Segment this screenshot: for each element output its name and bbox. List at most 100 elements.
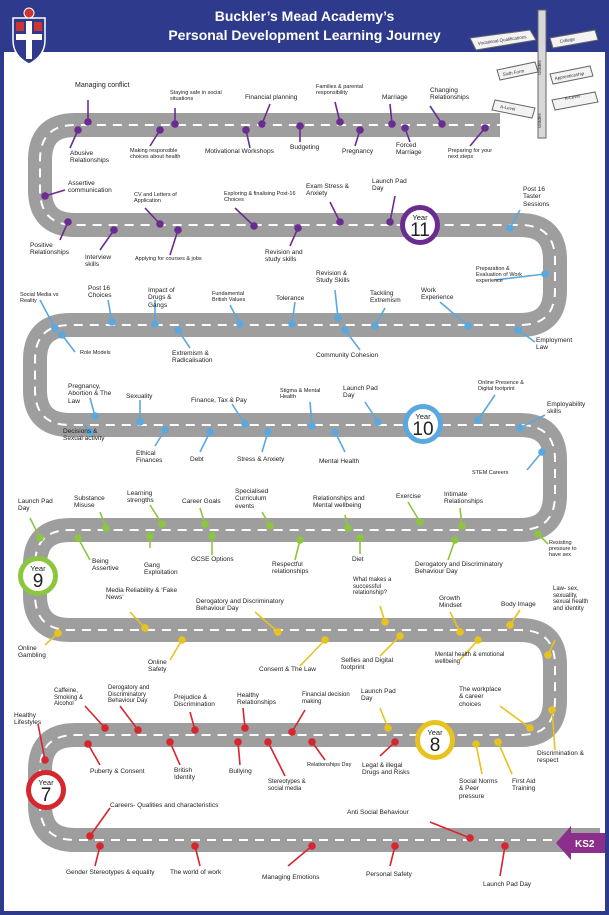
topic-label: Positive Relationships <box>30 242 70 257</box>
topic-label: The workplace & career choices <box>459 686 502 708</box>
topic-label: Role Models <box>80 350 111 356</box>
topic-label: Body Image <box>501 601 536 608</box>
topic-label: Caffeine, Smoking & Alcohol <box>54 688 84 708</box>
topic-label: Interview skills <box>85 254 112 269</box>
topic-label: GCSE Options <box>191 556 234 563</box>
topic-label: Exploring & finalising Post-16 Choices <box>224 191 296 204</box>
topic-label: Exercise <box>396 493 421 500</box>
topic-label: Healthy Lifestyles <box>14 712 42 727</box>
topic-label: Mental Health <box>319 458 360 465</box>
topic-label: Selfies and Digital footprint <box>341 657 394 672</box>
topic-label: Stress & Anxiety <box>237 456 285 463</box>
topic-label: Post 16 Taster Sessions <box>523 186 550 208</box>
topic-label: Exam Stress & Anxiety <box>306 183 349 198</box>
title-line-2: Personal Development Learning Journey <box>168 27 441 43</box>
topic-label: Revision and study skills <box>265 249 303 264</box>
road-centre-line <box>34 124 600 841</box>
year-9-number: 9 <box>32 571 44 592</box>
topic-label: Healthy Relationships <box>237 692 277 707</box>
topic-label: Mental health & emotional wellbeing <box>435 652 505 665</box>
topic-label: Social Norms & Peer pressure <box>459 778 498 800</box>
topic-label: Law- sex, sexuality, sexual health and i… <box>553 586 589 613</box>
ks2-arrow-icon: KS2 <box>556 826 609 860</box>
topic-label: Employment Law <box>536 337 573 352</box>
topic-label: Intimate Relationships <box>444 491 484 506</box>
topic-label: Learning strengths <box>127 490 154 505</box>
topic-label: Online Safety <box>148 659 167 674</box>
year-11-word: Year <box>412 213 428 222</box>
sign-a-level-right: A-Level <box>564 93 580 101</box>
topic-label: Derogatory and Discriminatory Behaviour … <box>196 598 284 613</box>
topic-label: Growth Mindset <box>439 595 462 610</box>
sign-a-level-left: A-Level <box>500 104 516 112</box>
topic-label: Launch Pad Day <box>372 178 407 193</box>
topic-pins <box>29 100 556 877</box>
sign-sixth-form: Sixth Form <box>502 68 525 77</box>
topic-label: Extremism & Radicalisation <box>172 350 213 365</box>
topic-label: Work Experience <box>421 287 454 302</box>
topic-label: Financial planning <box>245 94 298 101</box>
topic-label: Preparing for your next steps <box>448 148 493 161</box>
sign-apprenticeship: Apprenticeship <box>554 71 585 81</box>
topic-label: Media Reliability & ‘Fake News’ <box>106 587 178 602</box>
topic-label: Derogatory and Discriminatory Behaviour … <box>415 561 503 576</box>
topic-label: Substance Misuse <box>74 495 105 510</box>
topic-label: Resisting pressure to have sex <box>549 540 577 559</box>
topic-label: Assertive communication <box>68 180 112 195</box>
signpost-labels: Vocational Qualifications College Sixth … <box>477 34 585 128</box>
topic-label: Tolerance <box>276 295 305 302</box>
signpost-icon <box>469 9 599 139</box>
topic-label: Finance, Tax & Pay <box>191 397 247 404</box>
year-11-number: 11 <box>410 220 430 241</box>
topic-label: Managing Emotions <box>262 874 320 881</box>
topic-label: Managing conflict <box>75 82 130 89</box>
topic-label: Launch Pad Day <box>18 498 53 513</box>
topic-label: Fundamental British Values <box>212 291 246 304</box>
topic-label: Personal Safety <box>366 871 412 878</box>
topic-label: Prejudice & Discrimination <box>174 694 215 709</box>
topic-label: Online Gambling <box>18 645 46 660</box>
topic-label: CV and Letters of Application <box>134 192 177 205</box>
topic-label: Post 16 Choices <box>88 285 112 300</box>
sign-vocational: Vocational Qualifications <box>477 34 527 46</box>
topic-label: Stereotypes & social media <box>268 779 306 792</box>
topic-label: Financial decision making <box>302 692 350 705</box>
topic-label: Online Presence & Digital footprint <box>478 380 524 393</box>
topic-label: Launch Pad Day <box>343 385 378 400</box>
school-crest-icon <box>12 7 46 65</box>
topic-label: Marriage <box>382 94 408 101</box>
topic-label: Families & parental responsibility <box>316 84 364 97</box>
topic-label: First Aid Training <box>512 778 536 793</box>
topic-label: The world of work <box>170 869 222 876</box>
topic-label: Changing Relationships <box>430 87 470 102</box>
topic-label: Discrimination & respect <box>537 750 584 765</box>
year-10-word: Year <box>415 412 431 421</box>
year-9-word: Year <box>30 564 46 573</box>
topic-label: British Identity <box>174 767 195 782</box>
topic-label: Ethical Finances <box>136 450 163 465</box>
year-7-word: Year <box>38 778 54 787</box>
sign-grades-upper: Grades <box>537 59 542 75</box>
topic-label: Being Assertive <box>92 558 119 573</box>
header-band: Buckler’s Mead Academy’s Personal Develo… <box>0 0 609 52</box>
topic-label: Derogatory and Discriminatory Behaviour … <box>108 685 150 705</box>
topic-label: Legal & illegal Drugs and Risks <box>362 762 410 777</box>
year-8-number: 8 <box>429 735 441 756</box>
topic-label: Puberty & Consent <box>90 768 145 775</box>
ks2-label: KS2 <box>575 839 595 850</box>
topic-label: Social Media vs Reality <box>20 292 59 305</box>
topic-label: Tackling Extremism <box>370 290 401 305</box>
topic-label: Forced Marriage <box>396 142 422 157</box>
topic-label: Career Goals <box>182 498 221 505</box>
topic-label: Preparation & Evaluation of Work experie… <box>476 266 523 285</box>
topic-label: Anti Social Behaviour <box>347 809 409 816</box>
topic-label: Diet <box>352 556 364 563</box>
topic-label: Consent & The Law <box>259 666 316 673</box>
sign-grades-lower: Grades <box>537 112 542 128</box>
